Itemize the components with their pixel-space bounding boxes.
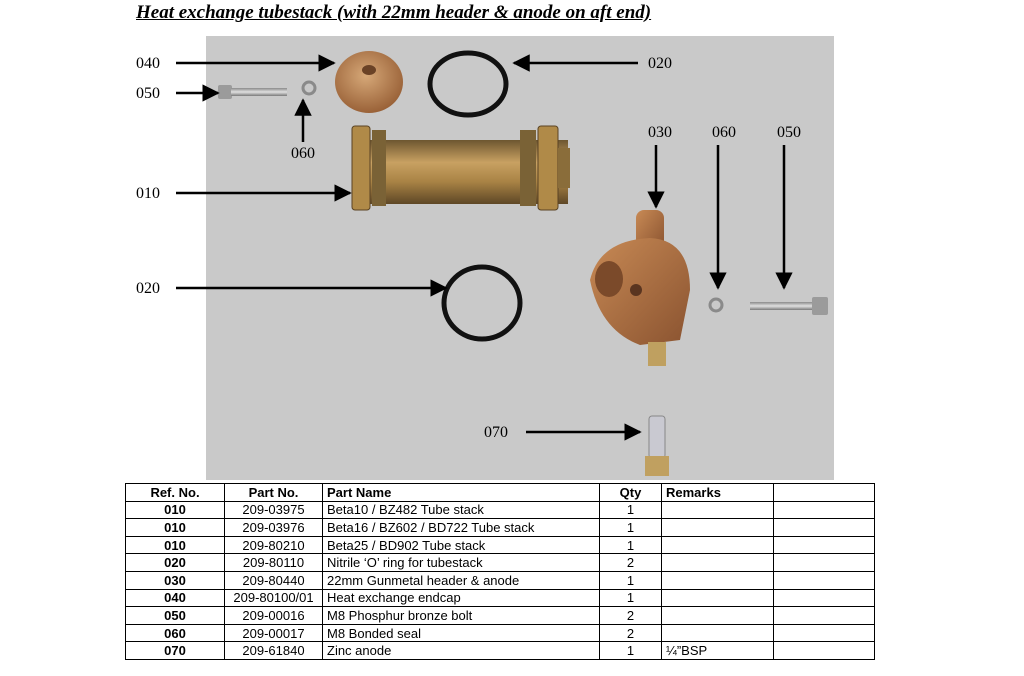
cell-extra [773,535,875,555]
page-title: Heat exchange tubestack (with 22mm heade… [136,2,652,23]
header-part-no: Part No. [224,483,323,502]
cell-part-name: 22mm Gunmetal header & anode [322,570,600,590]
cell-part-name: Nitrile ‘O’ ring for tubestack [322,553,600,572]
cell-extra [773,606,875,625]
cell-part-no: 209-80100/01 [224,588,323,608]
cell-part-name: M8 Phosphur bronze bolt [322,606,600,625]
cell-part-no: 209-61840 [224,641,323,660]
cell-part-no: 209-00017 [224,623,323,643]
header-qty: Qty [599,483,662,502]
callout-050-right: 050 [777,124,801,141]
cell-part-name: M8 Bonded seal [322,623,600,643]
cell-ref: 030 [125,570,225,590]
cell-qty: 1 [599,518,662,537]
table-row: 050 209-00016 M8 Phosphur bronze bolt 2 [125,606,875,625]
table-row: 020 209-80110 Nitrile ‘O’ ring for tubes… [125,553,875,572]
table-row: 070 209-61840 Zinc anode 1 ¼”BSP [125,641,875,660]
callout-020-left: 020 [136,280,160,297]
callout-060-left: 060 [291,145,315,162]
cell-part-no: 209-80110 [224,553,323,572]
cell-extra [773,518,875,537]
cell-remarks [661,570,774,590]
cell-ref: 010 [125,535,225,555]
cell-part-name: Beta10 / BZ482 Tube stack [322,500,600,520]
cell-ref: 060 [125,623,225,643]
callout-030: 030 [648,124,672,141]
cell-qty: 2 [599,553,662,572]
cell-remarks [661,553,774,572]
header-extra [773,483,875,502]
cell-ref: 040 [125,588,225,608]
cell-qty: 1 [599,588,662,608]
endcap-040 [335,51,403,113]
header-030 [590,210,690,366]
cell-part-no: 209-80440 [224,570,323,590]
photo-background [206,36,834,480]
table-row: 030 209-80440 22mm Gunmetal header & ano… [125,570,875,590]
cell-remarks: ¼”BSP [661,641,774,660]
cell-part-name: Beta25 / BD902 Tube stack [322,535,600,555]
cell-extra [773,553,875,572]
cell-extra [773,641,875,660]
cell-part-no: 209-03975 [224,500,323,520]
oring-020-bottom [441,264,523,342]
cell-part-no: 209-03976 [224,518,323,537]
parts-table: Ref. No. Part No. Part Name Qty Remarks … [125,483,875,660]
cell-extra [773,500,875,520]
cell-extra [773,588,875,608]
header-part-name: Part Name [322,483,600,502]
seal-060-left [301,80,317,96]
cell-part-name: Heat exchange endcap [322,588,600,608]
cell-ref: 010 [125,518,225,537]
bolt-050-right [750,297,828,315]
cell-qty: 1 [599,535,662,555]
cell-ref: 010 [125,500,225,520]
cell-remarks [661,623,774,643]
cell-ref: 020 [125,553,225,572]
table-row: 010 209-03976 Beta16 / BZ602 / BD722 Tub… [125,518,875,537]
cell-part-no: 209-00016 [224,606,323,625]
table-row: 010 209-80210 Beta25 / BD902 Tube stack … [125,535,875,555]
callout-040: 040 [136,55,160,72]
callout-050-left: 050 [136,85,160,102]
cell-qty: 1 [599,570,662,590]
cell-remarks [661,606,774,625]
cell-remarks [661,588,774,608]
cell-part-no: 209-80210 [224,535,323,555]
seal-060-right [708,297,724,313]
bolt-050-left [218,85,287,99]
cell-qty: 2 [599,606,662,625]
cell-qty: 2 [599,623,662,643]
table-row: 040 209-80100/01 Heat exchange endcap 1 [125,588,875,608]
cell-ref: 050 [125,606,225,625]
cell-part-name: Zinc anode [322,641,600,660]
cell-ref: 070 [125,641,225,660]
cell-extra [773,623,875,643]
table-row: 010 209-03975 Beta10 / BZ482 Tube stack … [125,500,875,520]
callout-070: 070 [484,424,508,441]
table-row: 060 209-00017 M8 Bonded seal 2 [125,623,875,643]
parts-photo: 040 050 060 020 010 020 030 060 050 070 [136,36,834,480]
header-remarks: Remarks [661,483,774,502]
cell-remarks [661,500,774,520]
cell-part-name: Beta16 / BZ602 / BD722 Tube stack [322,518,600,537]
anode-070 [645,415,669,476]
callout-010: 010 [136,185,160,202]
cell-qty: 1 [599,500,662,520]
tubestack-010 [351,125,570,211]
oring-020-top [427,50,509,118]
cell-remarks [661,535,774,555]
cell-qty: 1 [599,641,662,660]
cell-remarks [661,518,774,537]
cell-extra [773,570,875,590]
callout-020-top: 020 [648,55,672,72]
table-header-row: Ref. No. Part No. Part Name Qty Remarks [125,483,875,502]
header-ref-no: Ref. No. [125,483,225,502]
callout-060-right: 060 [712,124,736,141]
